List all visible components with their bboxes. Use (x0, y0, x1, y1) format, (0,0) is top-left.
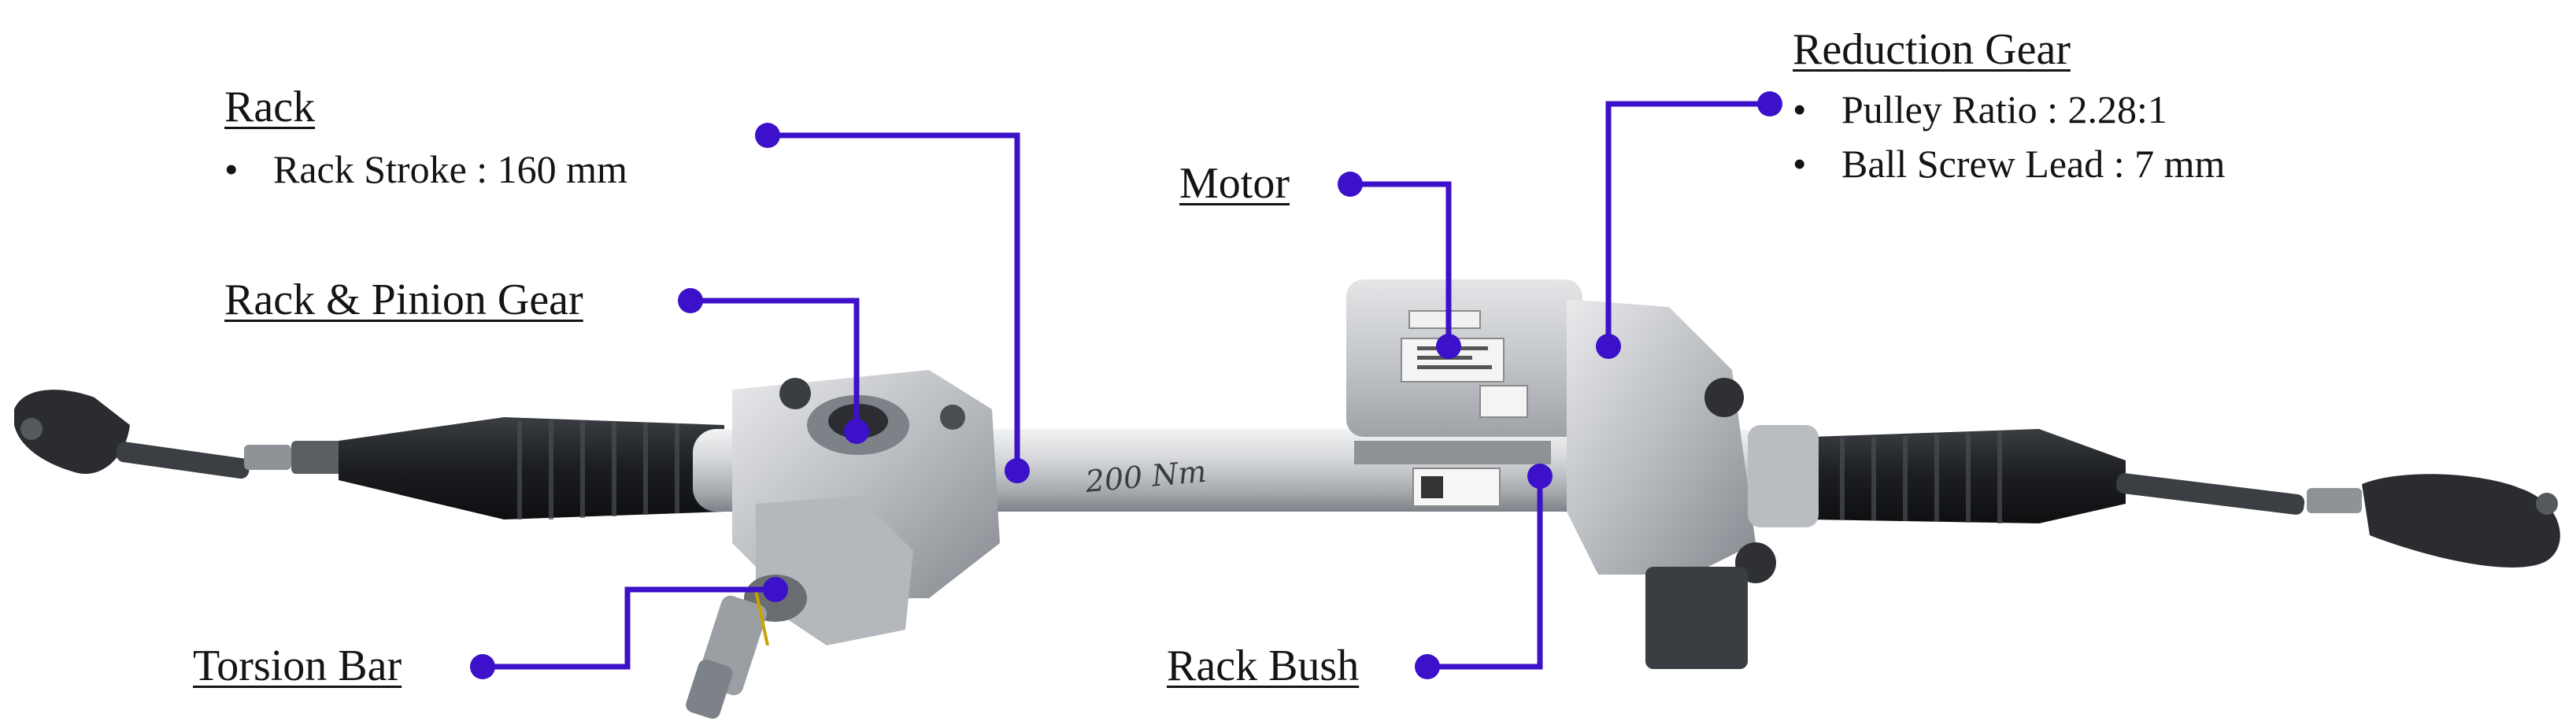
pulley-ratio-text: Pulley Ratio : 2.28:1 (1841, 87, 2167, 131)
reduction-gear-callout-line (1605, 101, 1770, 346)
rack-pinion-gear-callout-dot (678, 288, 703, 313)
reduction-gear-callout-dot (1757, 91, 1782, 116)
motor-callout-line (1350, 181, 1452, 346)
rack-target-dot (1005, 458, 1030, 483)
torsion-bar-assembly (686, 496, 913, 719)
rack-bush-callout-line (1427, 476, 1543, 670)
rack-bush-heading: Rack Bush (1167, 642, 1360, 690)
torsion-bar-target-dot (763, 577, 788, 602)
reduction-gear-heading: Reduction Gear (1793, 25, 2071, 74)
reduction-gear-housing (1567, 299, 1776, 669)
motor-callout-dot (1338, 172, 1363, 197)
rack-pinion-gear-target-dot (844, 419, 869, 444)
rack-bush-label-sticker (1412, 468, 1501, 507)
reduction-gear-target-dot (1596, 334, 1621, 359)
motor-body (1346, 279, 1582, 464)
right-tie-rod-end (2115, 473, 2560, 568)
rack-bush-callout-dot (1415, 654, 1440, 679)
left-tie-rod-end (14, 390, 346, 479)
rack-callout-line (768, 132, 1020, 471)
torsion-bar-callout-dot (470, 654, 495, 679)
right-bellows-boot (1748, 425, 2126, 527)
rack-bush-target-dot (1527, 464, 1553, 489)
bullet-symbol: • (1793, 142, 1807, 186)
torsion-bar-callout-line (483, 586, 775, 670)
motor-target-dot (1436, 334, 1461, 359)
ball-screw-lead-bullet: • Ball Screw Lead : 7 mm (1793, 144, 2225, 183)
pulley-ratio-bullet: • Pulley Ratio : 2.28:1 (1793, 90, 2167, 129)
torsion-bar-heading: Torsion Bar (193, 642, 402, 690)
ball-screw-lead-text: Ball Screw Lead : 7 mm (1841, 142, 2226, 186)
rack-pinion-gear-callout-line (690, 298, 860, 431)
bullet-symbol: • (224, 147, 239, 191)
rack-stroke-bullet: • Rack Stroke : 160 mm (224, 150, 627, 189)
left-bellows-boot (339, 417, 724, 519)
rack-stroke-text: Rack Stroke : 160 mm (273, 147, 627, 191)
rack-callout-dot (755, 123, 780, 148)
motor-heading: Motor (1179, 159, 1290, 208)
rack-pinion-gear-heading: Rack & Pinion Gear (224, 275, 583, 324)
rack-heading: Rack (224, 83, 316, 131)
bullet-symbol: • (1793, 87, 1807, 131)
